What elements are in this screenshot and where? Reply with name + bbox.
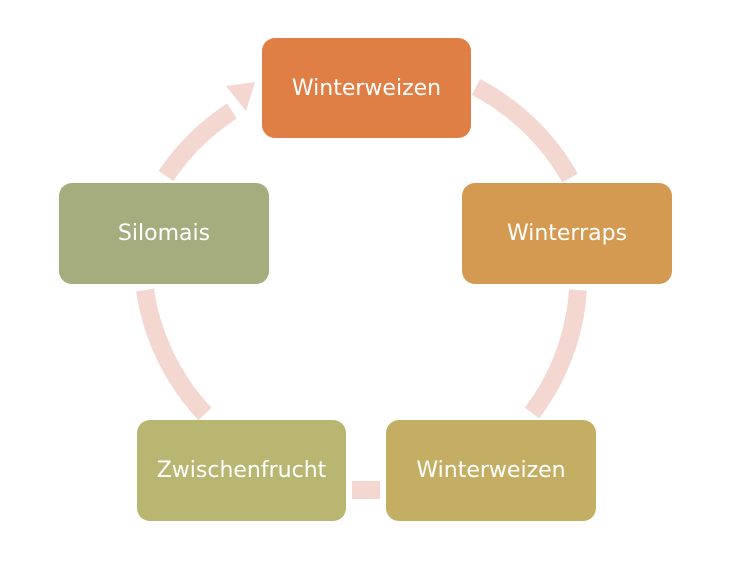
connector-winterweizen-to-winterraps (471, 79, 578, 183)
node-label: Winterweizen (291, 75, 442, 101)
node-winterraps: Winterraps (462, 183, 672, 284)
node-label: Winterraps (506, 221, 628, 246)
node-silomais: Silomais (59, 183, 269, 284)
node-label: Zwischenfrucht (156, 458, 327, 483)
node-label: Winterweizen (416, 458, 566, 483)
node-winterweizen-bottom: Winterweizen (386, 420, 596, 521)
connector-zwischenfrucht-to-silomais (136, 288, 212, 421)
connector-silomais-to-winterweizen (158, 103, 238, 182)
connector-winterraps-to-winterweizen (524, 289, 587, 419)
node-zwischenfrucht: Zwischenfrucht (137, 420, 346, 521)
node-label: Silomais (117, 221, 211, 246)
cycle-arrowhead (226, 82, 255, 111)
node-winterweizen-top: Winterweizen (262, 38, 471, 138)
